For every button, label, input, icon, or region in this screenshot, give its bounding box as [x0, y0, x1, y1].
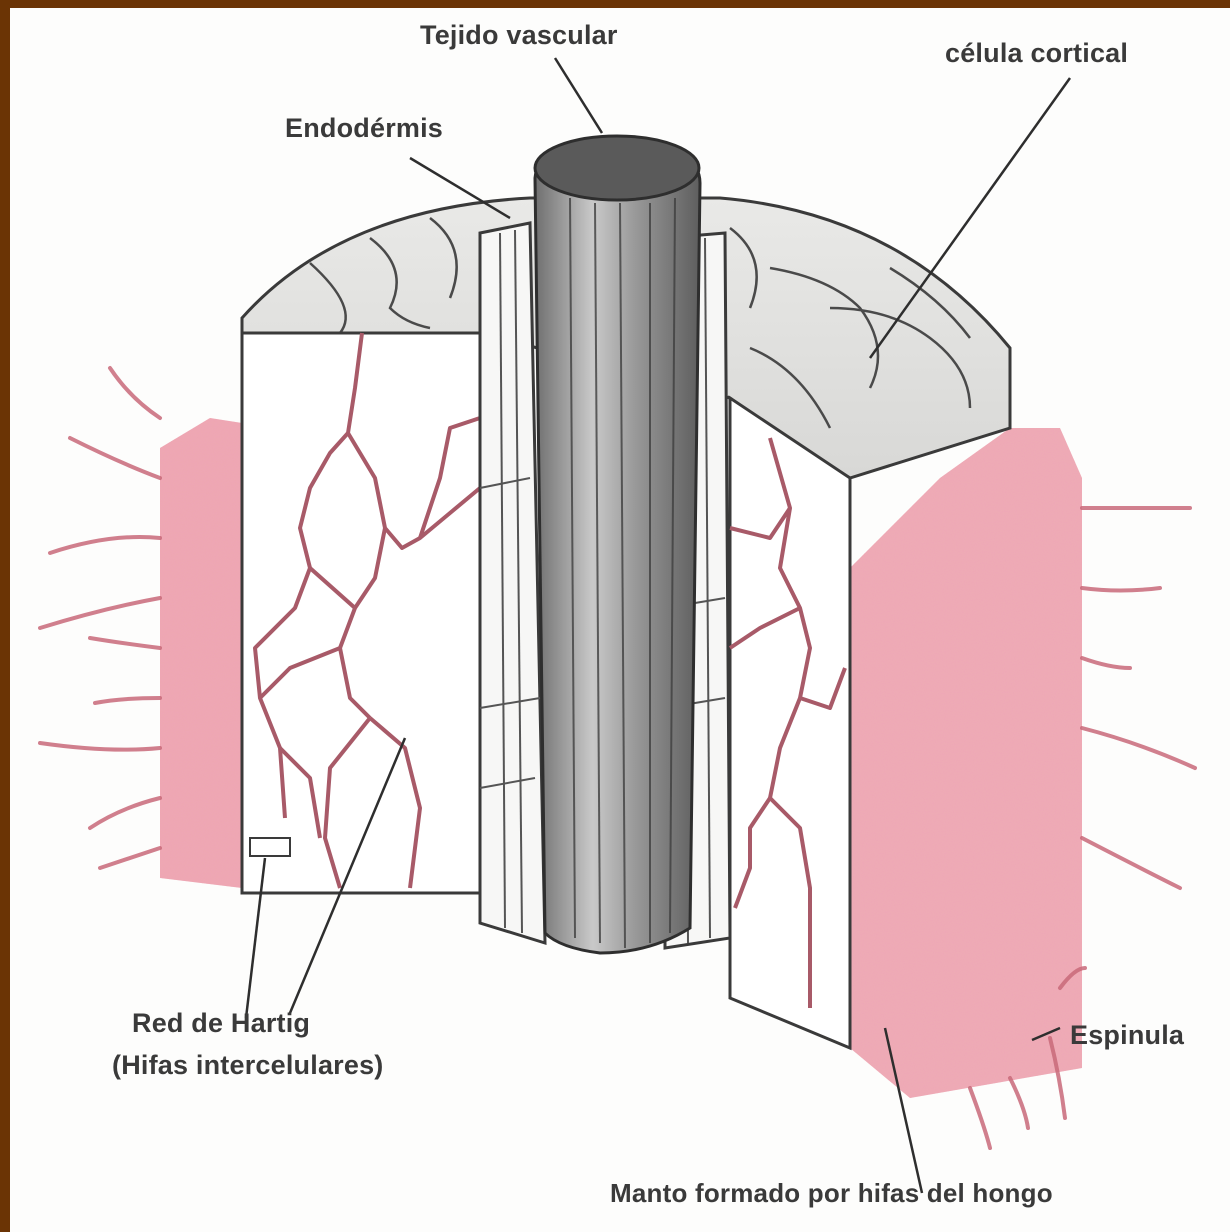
diagram-canvas: Tejido vascular célula cortical Endodérm…: [10, 8, 1230, 1232]
label-endodermis: Endodérmis: [285, 113, 443, 144]
label-manto: Manto formado por hifas del hongo: [610, 1178, 1053, 1209]
hyphae-left: [40, 368, 160, 868]
cortex-right-block: [730, 398, 850, 1048]
label-celula-cortical: célula cortical: [945, 38, 1128, 69]
label-red-de-hartig: Red de Hartig: [132, 1008, 310, 1039]
label-espinula: Espinula: [1070, 1020, 1184, 1051]
mantle-right: [850, 428, 1082, 1098]
cortex-left-block: [242, 333, 480, 893]
label-hifas-intercelulares: (Hifas intercelulares): [112, 1050, 384, 1081]
label-tejido-vascular: Tejido vascular: [420, 20, 618, 51]
vascular-cylinder: [535, 136, 700, 953]
mantle-left: [160, 418, 242, 888]
ectomycorrhiza-illustration: [10, 8, 1230, 1232]
